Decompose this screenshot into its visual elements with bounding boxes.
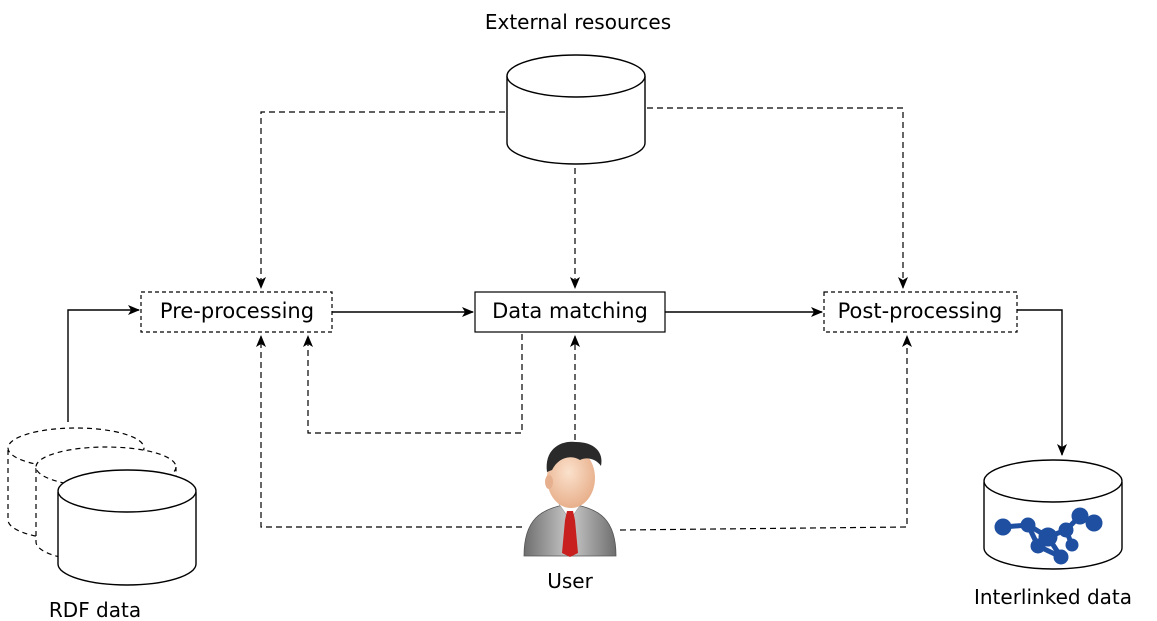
rdf-data-node: RDF data (7, 427, 197, 621)
postprocessing-to-interlinked-arrow (1017, 309, 1067, 456)
data-matching-box (474, 291, 666, 333)
external-to-postprocessing-arrow (647, 107, 908, 289)
rdf-data-label: RDF data (49, 598, 141, 621)
user-links (256, 335, 912, 531)
user-to-postprocessing-arrow (619, 335, 912, 531)
data-matching-node: Data matching (474, 291, 666, 333)
interlinked-data-label: Interlinked data (974, 585, 1132, 609)
external-resources-label: External resources (485, 10, 671, 34)
pre-processing-node: Pre-processing (140, 291, 333, 333)
pre-processing-box (140, 291, 333, 333)
network-graph-icon (994, 507, 1103, 565)
rdf-to-preprocessing-arrow (67, 305, 140, 422)
user-node: User (523, 441, 617, 593)
user-avatar-icon (523, 441, 617, 557)
post-processing-box (823, 291, 1018, 333)
external-resources-node: External resources (485, 10, 671, 165)
data-matching-label: Data matching (492, 299, 648, 323)
matching-feedback-arrow (303, 334, 523, 434)
rdf-data-cylinders (7, 427, 197, 586)
post-processing-node: Post-processing (823, 291, 1018, 333)
database-cylinder-icon (983, 459, 1123, 570)
database-cylinder-icon (506, 54, 646, 165)
external-resource-links (256, 107, 908, 289)
pre-processing-label: Pre-processing (160, 299, 314, 323)
user-to-preprocessing-arrow (256, 335, 522, 528)
main-flow (67, 305, 1067, 456)
interlinked-data-node: Interlinked data (974, 459, 1132, 609)
user-label: User (547, 569, 593, 593)
post-processing-label: Post-processing (838, 299, 1003, 323)
external-to-preprocessing-arrow (256, 111, 505, 289)
